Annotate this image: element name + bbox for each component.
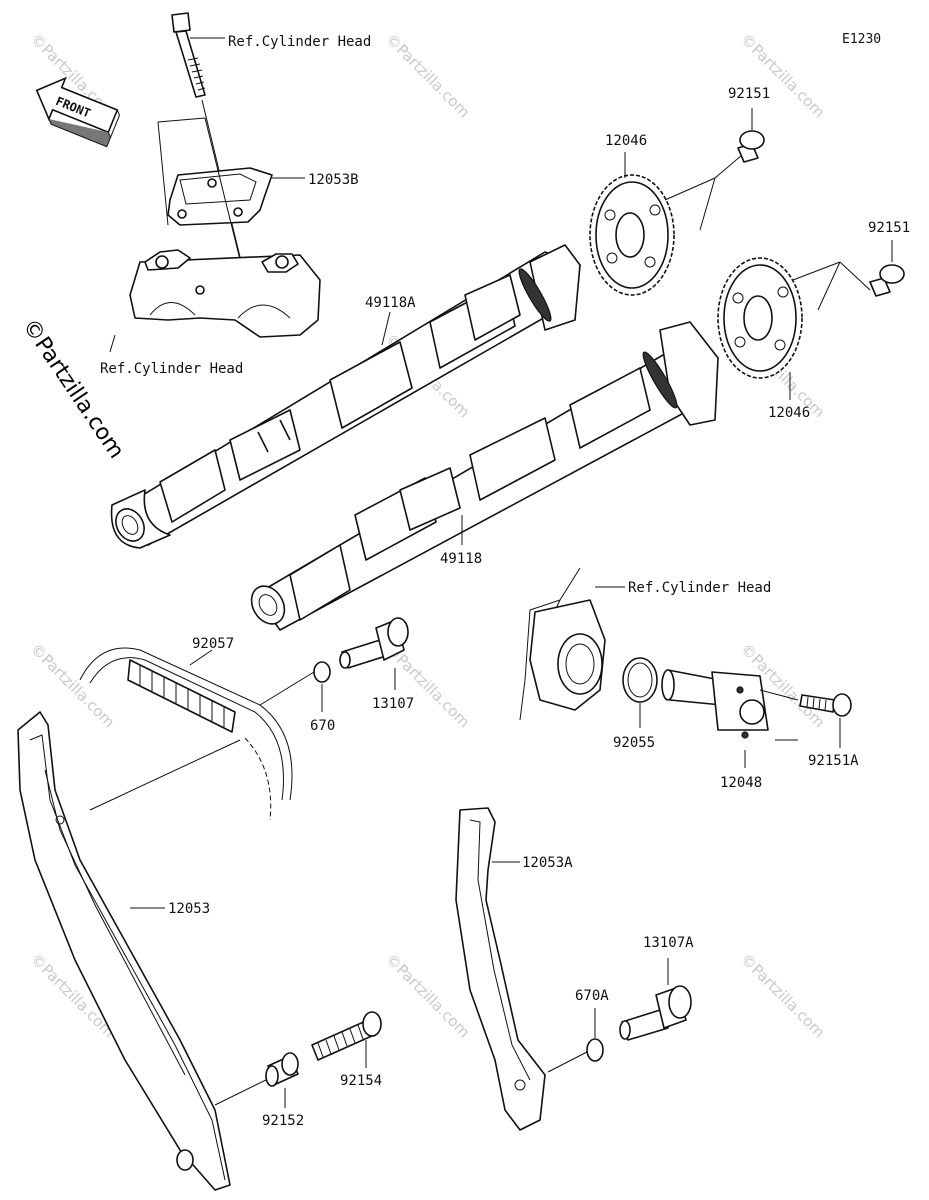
oring-670-drawing <box>259 661 331 712</box>
ref-cylinder-head-right: Ref.Cylinder Head <box>628 580 771 596</box>
guide-12053A-drawing <box>455 807 546 1131</box>
camshaft-49118A-drawing <box>110 244 581 549</box>
label-12053B: 12053B <box>308 172 359 188</box>
watermark-side: ©Partzilla.com <box>17 314 129 463</box>
tensioner-housing-drawing <box>519 567 625 721</box>
label-92154: 92154 <box>340 1073 382 1089</box>
gasket-92055-drawing <box>622 657 658 728</box>
label-12053A: 12053A <box>522 855 573 871</box>
collar-92152-drawing <box>265 1052 299 1108</box>
label-12046-top: 12046 <box>605 133 647 149</box>
label-12053: 12053 <box>168 901 210 917</box>
bolt-92151-top-drawing <box>737 108 765 163</box>
label-13107: 13107 <box>372 696 414 712</box>
top-head-bolt <box>171 12 249 291</box>
sprocket-12046-top-drawing <box>589 152 743 296</box>
label-92151-top: 92151 <box>728 86 770 102</box>
diagram-code: E1230 <box>842 32 881 47</box>
sprocket-12046-right-drawing <box>717 257 871 400</box>
label-12046-right: 12046 <box>768 405 810 421</box>
ref-cylinder-head-left: Ref.Cylinder Head <box>100 361 243 377</box>
bolt-92154-drawing <box>311 1011 382 1068</box>
watermark-2: ©Partzilla.com <box>382 30 473 121</box>
watermark-11: ©Partzilla.com <box>737 950 828 1041</box>
label-92055: 92055 <box>613 735 655 751</box>
oring-670A-drawing <box>547 1008 604 1073</box>
cam-cap-drawing <box>109 249 321 353</box>
label-670A: 670A <box>575 988 609 1004</box>
guide-12053-drawing <box>17 711 271 1191</box>
pin-13107A-drawing <box>619 958 692 1041</box>
label-12048: 12048 <box>720 775 762 791</box>
label-92151A: 92151A <box>808 753 859 769</box>
pin-13107-drawing <box>339 617 409 690</box>
label-13107A: 13107A <box>643 935 694 951</box>
label-92152: 92152 <box>262 1113 304 1129</box>
label-49118A: 49118A <box>365 295 416 311</box>
label-92057: 92057 <box>192 636 234 652</box>
label-92151-right: 92151 <box>868 220 910 236</box>
tensioner-12048-drawing <box>661 669 799 768</box>
watermark-3: ©Partzilla.com <box>737 30 828 121</box>
bolt-92151-right-drawing <box>869 240 905 297</box>
label-670: 670 <box>310 718 335 734</box>
label-49118: 49118 <box>440 551 482 567</box>
part-12053B-drawing <box>157 117 305 293</box>
ref-cylinder-head-top: Ref.Cylinder Head <box>228 34 371 50</box>
camshaft-49118-drawing <box>250 321 719 631</box>
watermark-10: ©Partzilla.com <box>382 950 473 1041</box>
cam-chain-92057-drawing <box>79 647 293 821</box>
bolt-92151A-drawing <box>799 693 852 748</box>
